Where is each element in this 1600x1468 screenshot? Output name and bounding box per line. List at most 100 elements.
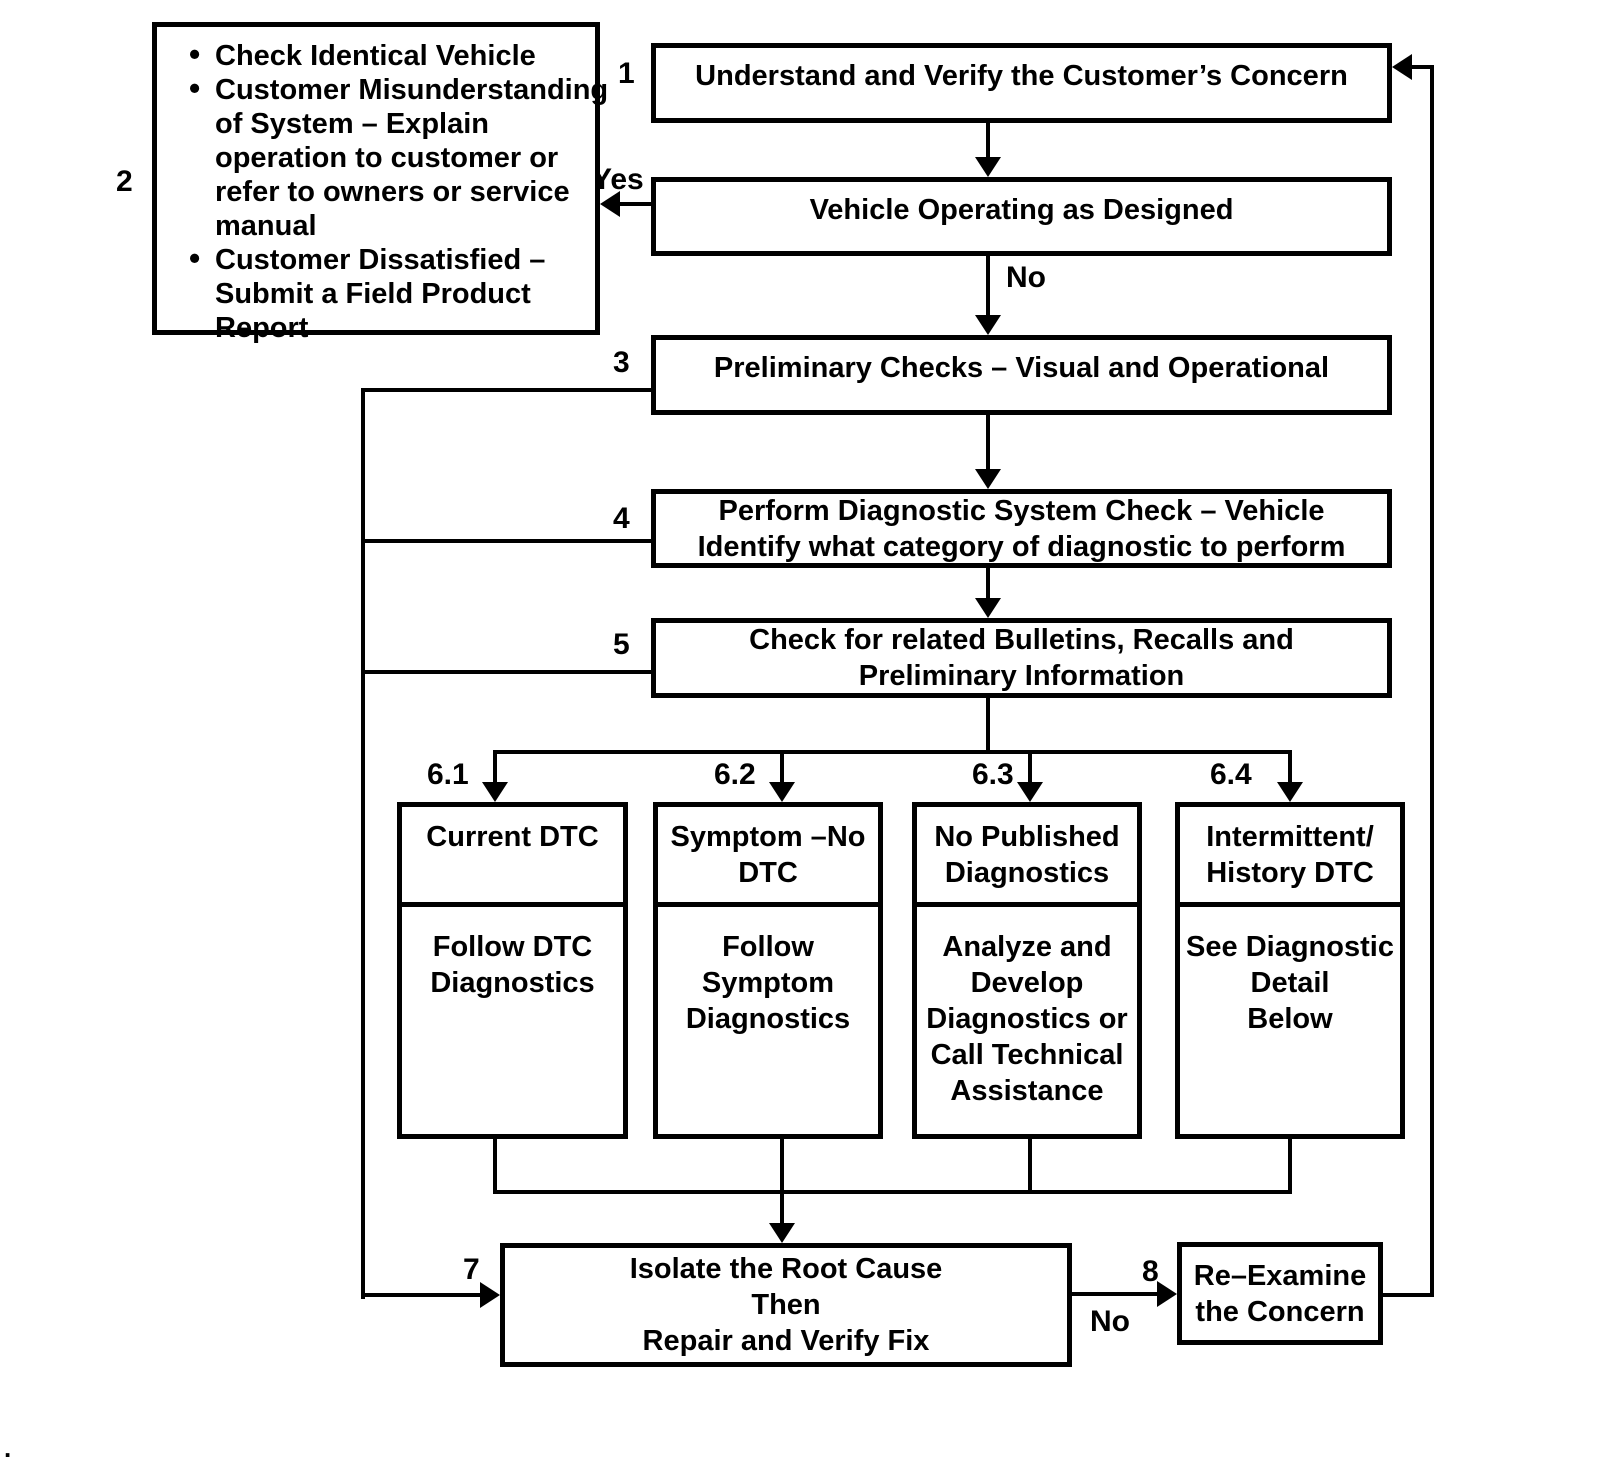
node-text-line: Repair and Verify Fix [642, 1325, 930, 1357]
node-text-line: Diagnostics or [926, 1003, 1128, 1035]
node-text-line: Re–Examine [1193, 1259, 1367, 1292]
bullet-list: Check Identical Vehicle Customer Misunde… [157, 27, 608, 345]
arrowhead-into-5 [975, 598, 1001, 618]
connector-rail-to-7 [361, 1293, 482, 1297]
node-text-line: Diagnostics [430, 967, 595, 999]
connector-1-to-decision [986, 123, 990, 161]
edge-label-no-decision: No [1006, 261, 1046, 294]
arrowhead-into-8 [1157, 1281, 1177, 1307]
connector-branch-to-6-3 [1028, 754, 1032, 784]
node-5-check-bulletins: Check for related Bulletins, Recalls and… [651, 618, 1392, 698]
arrowhead-into-1 [1392, 54, 1412, 80]
collector-line [493, 1190, 1292, 1194]
node-text-line: Analyze and [942, 931, 1112, 963]
step-number-5: 5 [613, 628, 630, 661]
node-text-line: Check for related Bulletins, Recalls and [749, 624, 1294, 656]
node-text-line: Symptom [701, 967, 835, 999]
connector-3-to-4 [986, 415, 990, 471]
arrowhead-into-6-3 [1017, 782, 1043, 802]
node-text-line: DTC [738, 857, 798, 889]
step-number-6-4: 6.4 [1210, 758, 1252, 791]
category-body: Follow Symptom Diagnostics [658, 907, 878, 1037]
connector-4-to-rail [361, 539, 651, 543]
connector-collector-to-7 [780, 1139, 784, 1225]
node-text-line: Below [1247, 1003, 1333, 1035]
step-number-7: 7 [463, 1253, 480, 1286]
node-text-line: Perform Diagnostic System Check – Vehicl… [718, 494, 1325, 527]
bullet-item: Customer Dissatisfied – Submit a Field P… [175, 241, 615, 345]
category-body: See Diagnostic Detail Below [1180, 907, 1400, 1037]
edge-label-no-reexamine: No [1090, 1305, 1130, 1338]
connector-branch-to-6-4 [1288, 754, 1292, 784]
node-text-line: Develop [970, 967, 1084, 999]
node-text: Preliminary Checks – Visual and Operatio… [713, 352, 1330, 384]
connector-5-to-rail [361, 670, 651, 674]
node-1-understand-concern: Understand and Verify the Customer’s Con… [651, 43, 1392, 123]
category-header: Current DTC [402, 807, 623, 907]
node-8-reexamine-concern: Re–Examine the Concern [1177, 1242, 1383, 1345]
connector-6-1-to-collector [493, 1139, 497, 1194]
connector-6-4-to-collector [1288, 1139, 1292, 1194]
connector-3-to-rail [361, 388, 651, 392]
arrowhead-into-7-left [480, 1282, 500, 1308]
feedback-line-bottom [1383, 1293, 1434, 1297]
step-number-6-2: 6.2 [714, 758, 756, 791]
category-header: No Published Diagnostics [917, 807, 1137, 907]
bullet-item: Check Identical Vehicle [175, 37, 615, 73]
node-text-line: History DTC [1206, 857, 1374, 889]
arrowhead-into-decision [975, 157, 1001, 177]
arrowhead-into-6-2 [769, 782, 795, 802]
node-4-diagnostic-system-check: Perform Diagnostic System Check – Vehicl… [651, 489, 1392, 568]
node-text-line: Follow [722, 931, 814, 963]
connector-4-to-5 [986, 568, 990, 600]
node-text-line: the Concern [1195, 1295, 1365, 1328]
node-text-line: Current DTC [426, 821, 599, 853]
node-text-line: Diagnostics [685, 1003, 851, 1035]
arrowhead-into-6-4 [1277, 782, 1303, 802]
left-rail [361, 388, 365, 1299]
connector-5-to-branch [986, 698, 990, 754]
node-text-line: Call Technical [930, 1039, 1124, 1071]
node-text-line: Assistance [950, 1075, 1104, 1107]
node-text-line: Symptom –No [670, 821, 866, 853]
node-text-line: Identify what category of diagnostic to … [697, 530, 1346, 563]
arrowhead-into-6-1 [482, 782, 508, 802]
step-number-1: 1 [618, 57, 635, 90]
node-6-2-symptom-no-dtc: Symptom –No DTC Follow Symptom Diagnosti… [653, 802, 883, 1139]
connector-branch-to-6-2 [780, 754, 784, 784]
node-7-isolate-root-cause: Isolate the Root Cause Then Repair and V… [500, 1243, 1072, 1367]
node-text-line: Isolate the Root Cause [629, 1253, 943, 1285]
node-text-line: Diagnostics [944, 857, 1110, 889]
arrowhead-into-4 [975, 469, 1001, 489]
node-6-3-no-published-diagnostics: No Published Diagnostics Analyze and Dev… [912, 802, 1142, 1139]
node-text-line: Then [751, 1289, 821, 1321]
node-6-4-intermittent-history-dtc: Intermittent/ History DTC See Diagnostic… [1175, 802, 1405, 1139]
connector-decision-to-3 [986, 256, 990, 317]
connector-branch-to-6-1 [493, 754, 497, 784]
connector-6-3-to-collector [1028, 1139, 1032, 1194]
node-text-line: See Diagnostic [1186, 931, 1394, 963]
step-number-6-1: 6.1 [427, 758, 469, 791]
step-number-3: 3 [613, 346, 630, 379]
category-body: Analyze and Develop Diagnostics or Call … [917, 907, 1137, 1109]
step-number-8: 8 [1142, 1255, 1159, 1288]
node-text-line: Preliminary Information [858, 660, 1185, 692]
feedback-line-top [1408, 65, 1434, 69]
node-text: Vehicle Operating as Designed [809, 194, 1234, 226]
node-text-line: No Published [934, 821, 1120, 853]
corner-dot: . [4, 1433, 12, 1463]
node-3-preliminary-checks: Preliminary Checks – Visual and Operatio… [651, 335, 1392, 415]
arrowhead-into-2 [600, 191, 620, 217]
connector-yes-to-2 [616, 202, 651, 206]
node-text-line: Intermittent/ [1206, 821, 1374, 853]
node-2-customer-misunderstanding: Check Identical Vehicle Customer Misunde… [152, 22, 608, 344]
connector-7-to-8 [1072, 1292, 1159, 1296]
category-header: Intermittent/ History DTC [1180, 807, 1400, 907]
category-header: Symptom –No DTC [658, 807, 878, 907]
arrowhead-into-7-top [769, 1223, 795, 1243]
node-text-line: Detail [1250, 967, 1330, 999]
bullet-item: Customer Misunderstanding of System – Ex… [175, 71, 615, 243]
node-6-1-current-dtc: Current DTC Follow DTC Diagnostics [397, 802, 628, 1139]
node-text-line: Follow DTC [432, 931, 593, 963]
